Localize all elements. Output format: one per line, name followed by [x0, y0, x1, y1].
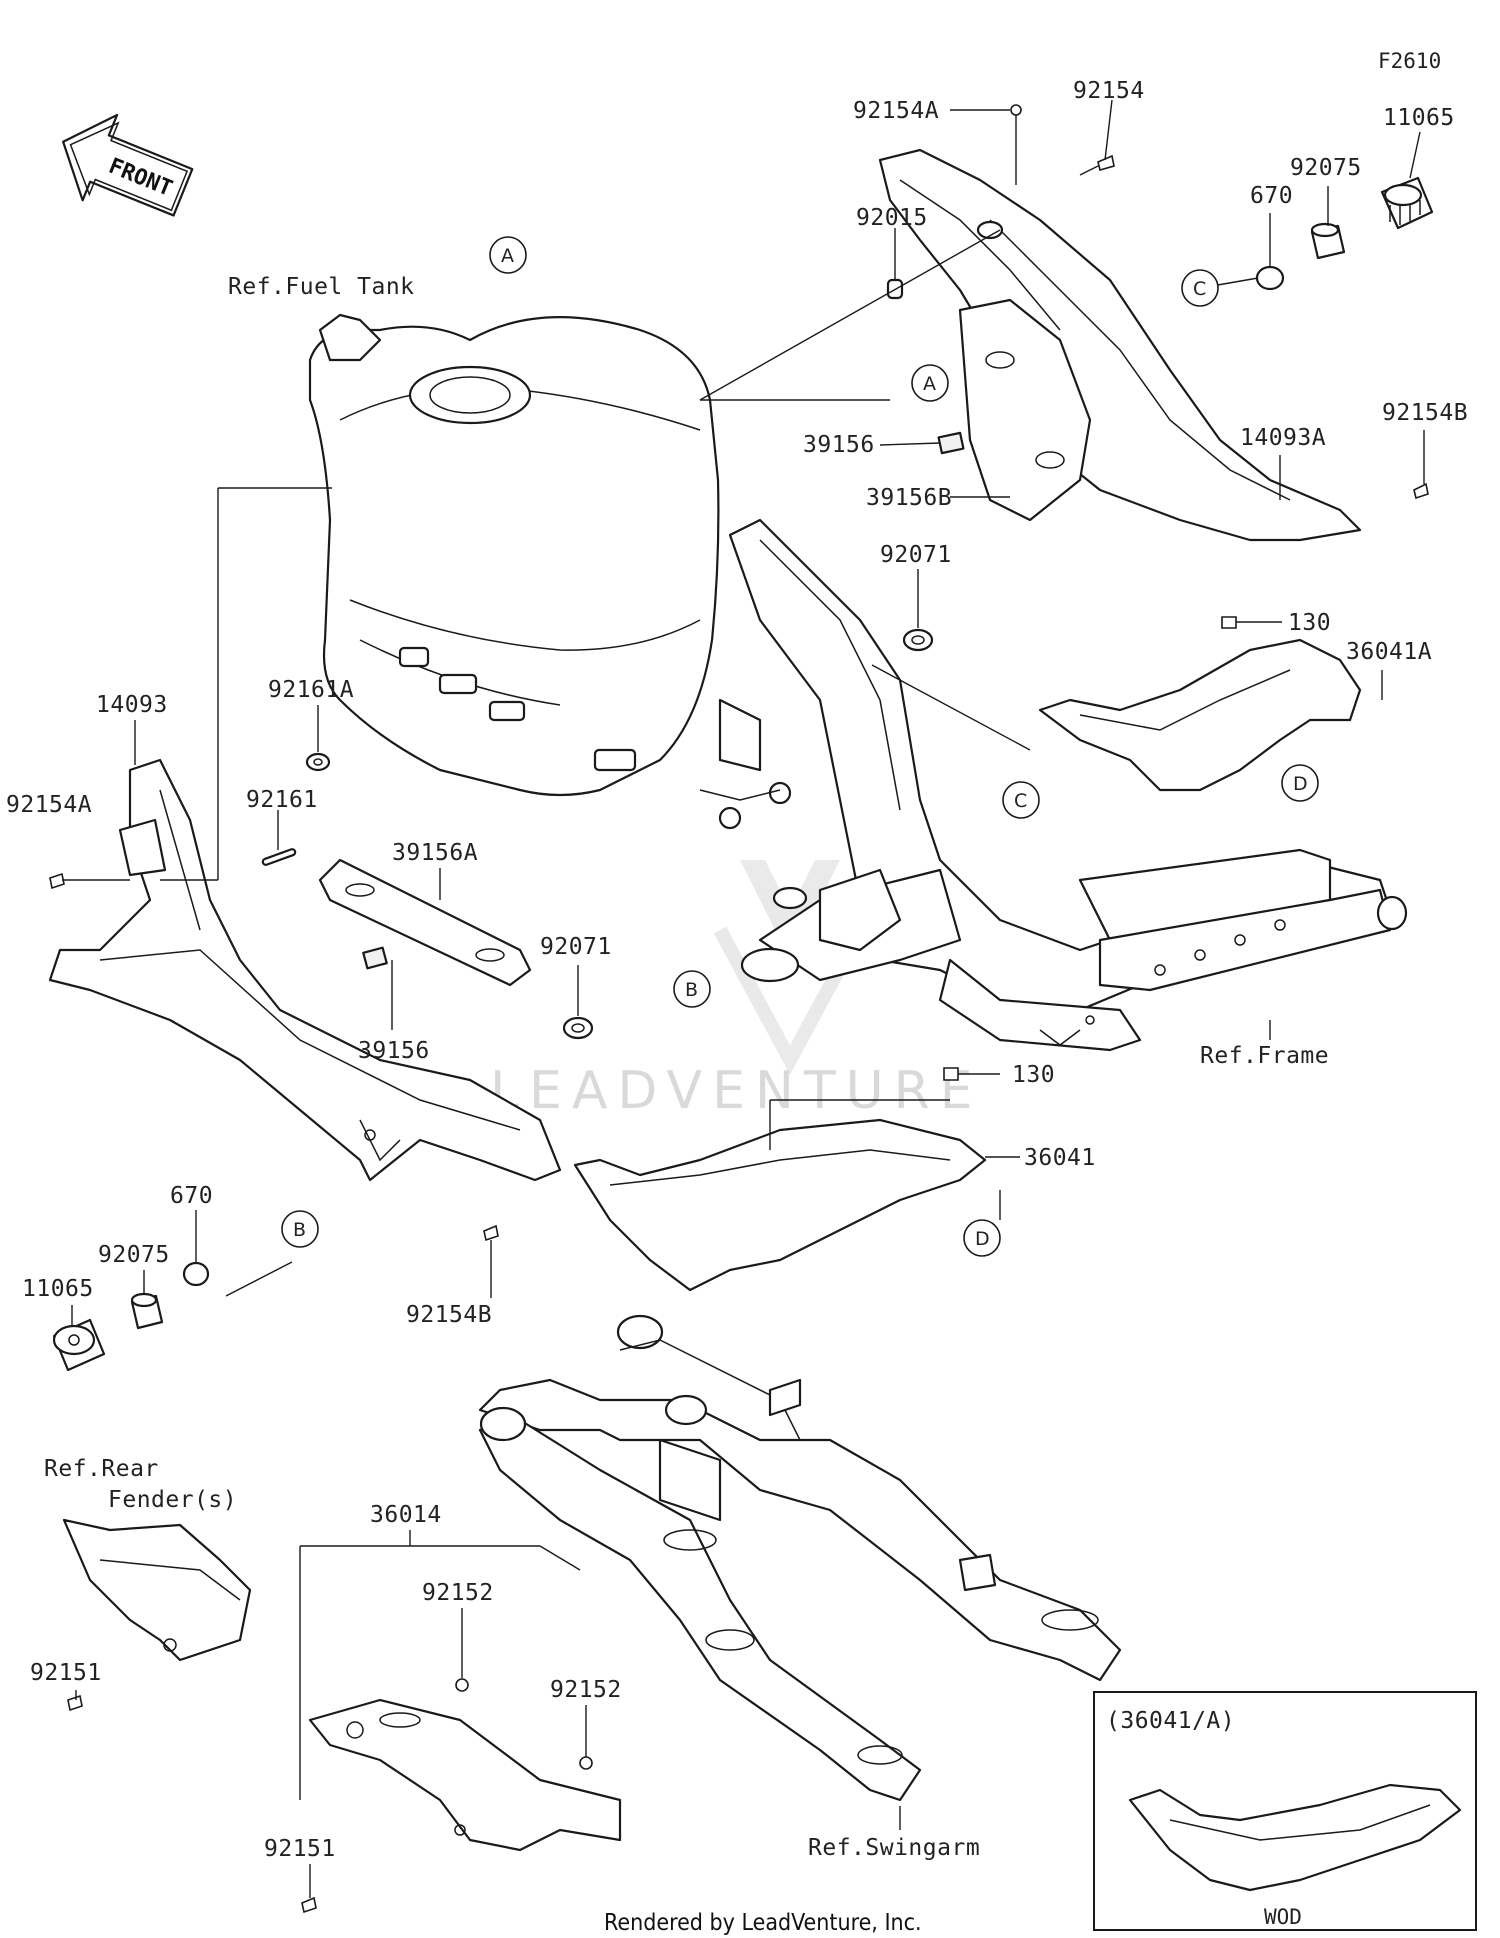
svg-text:D: D: [1293, 773, 1308, 795]
part-92075-top: [1310, 222, 1346, 260]
part-92071-mid: [562, 1016, 594, 1040]
screw-92152-a: [455, 1678, 469, 1692]
part-670-top: [1255, 265, 1285, 291]
label-ref-fuel-tank: Ref.Fuel Tank: [228, 274, 415, 300]
inset-title: (36041/A): [1106, 1708, 1235, 1734]
fuel-tank: [308, 313, 792, 830]
part-92071-top: [902, 628, 934, 652]
label-36041: 36041: [1024, 1145, 1096, 1171]
callout-B2: B: [281, 1210, 319, 1248]
svg-text:C: C: [1193, 278, 1206, 300]
svg-text:C: C: [1014, 790, 1027, 812]
frame: [728, 518, 1408, 1052]
part-670-left: [182, 1261, 210, 1287]
part-36041: [573, 1118, 987, 1292]
leader-lines: [62, 99, 1425, 1898]
callout-B1: B: [673, 970, 711, 1008]
label-36041A: 36041A: [1346, 639, 1432, 665]
part-36014: [308, 1698, 622, 1852]
label-670-left: 670: [170, 1183, 213, 1209]
label-92154A-top: 92154A: [853, 98, 939, 124]
part-39156-top: [937, 431, 965, 455]
callout-C2: C: [1002, 781, 1040, 819]
label-39156-mid: 39156: [358, 1038, 430, 1064]
label-ref-rear-fender-1: Ref.Rear: [44, 1456, 159, 1482]
callout-D2: D: [963, 1219, 1001, 1257]
label-ref-swingarm: Ref.Swingarm: [808, 1835, 980, 1861]
label-92152-a: 92152: [422, 1580, 494, 1606]
label-11065-left: 11065: [22, 1276, 94, 1302]
svg-text:B: B: [293, 1219, 306, 1241]
screw-130-mid: [943, 1067, 959, 1081]
label-92154-top: 92154: [1073, 78, 1145, 104]
label-39156A: 39156A: [392, 840, 478, 866]
label-39156-top: 39156: [803, 432, 875, 458]
label-ref-rear-fender-2: Fender(s): [108, 1487, 237, 1513]
callout-A2: A: [911, 364, 949, 402]
label-92075-top: 92075: [1290, 155, 1362, 181]
label-92161: 92161: [246, 787, 318, 813]
front-arrow-icon: FRONT: [62, 113, 194, 217]
part-92075-left: [130, 1292, 164, 1330]
screw-130-top: [1221, 616, 1237, 629]
screw-92151-b: [301, 1896, 317, 1914]
part-92161A: [305, 752, 331, 772]
part-92161: [261, 848, 297, 866]
label-36014: 36014: [370, 1502, 442, 1528]
inset-36041A-WOD: (36041/A) WOD: [1093, 1691, 1477, 1931]
label-92154B-left: 92154B: [406, 1302, 492, 1328]
side-cover-14093A: [878, 148, 1362, 542]
swingarm: [478, 1314, 1122, 1802]
label-92071-top: 92071: [880, 542, 952, 568]
label-92075-left: 92075: [98, 1242, 170, 1268]
rear-fender: [62, 1518, 252, 1662]
label-92154A-left: 92154A: [6, 792, 92, 818]
label-92071-mid: 92071: [540, 934, 612, 960]
screw-92154A-left: [49, 872, 65, 890]
inset-caption: WOD: [1264, 1905, 1302, 1929]
svg-text:A: A: [923, 373, 936, 395]
screw-92154B-right: [1413, 482, 1429, 500]
svg-text:D: D: [975, 1228, 990, 1250]
label-14093: 14093: [96, 692, 168, 718]
watermark-text: LEADVENTURE: [490, 1061, 983, 1121]
label-92152-b: 92152: [550, 1677, 622, 1703]
label-ref-frame: Ref.Frame: [1200, 1043, 1329, 1069]
label-130-mid: 130: [1012, 1062, 1055, 1088]
side-cover-14093: [48, 758, 562, 1182]
screw-92151-a: [67, 1694, 83, 1712]
label-14093A: 14093A: [1240, 425, 1326, 451]
label-39156B: 39156B: [866, 485, 952, 511]
screw-92152-b: [579, 1756, 593, 1770]
callout-C1: C: [1181, 269, 1219, 307]
screw-92154A-top: [1010, 104, 1022, 116]
label-92151-b: 92151: [264, 1836, 336, 1862]
callout-A1: A: [489, 236, 527, 274]
label-11065-top: 11065: [1383, 105, 1455, 131]
svg-text:A: A: [501, 245, 514, 267]
callout-D1: D: [1281, 764, 1319, 802]
label-92151-a: 92151: [30, 1660, 102, 1686]
label-670-top: 670: [1250, 183, 1293, 209]
part-39156B: [958, 298, 1092, 522]
footer-credit: Rendered by LeadVenture, Inc.: [604, 1910, 922, 1936]
part-11065-top: [1380, 176, 1434, 230]
part-39156A: [318, 858, 532, 987]
label-92154B-right: 92154B: [1382, 400, 1468, 426]
label-92015: 92015: [856, 205, 928, 231]
screw-92154B-left: [483, 1224, 499, 1242]
screw-92154-top: [1079, 154, 1115, 176]
diagram-code: F2610: [1378, 49, 1441, 73]
label-92161A: 92161A: [268, 677, 354, 703]
part-39156-mid: [362, 946, 388, 970]
part-11065-left: [52, 1318, 106, 1372]
label-130-top: 130: [1288, 610, 1331, 636]
svg-text:B: B: [685, 979, 698, 1001]
part-36041A: [1038, 638, 1362, 792]
